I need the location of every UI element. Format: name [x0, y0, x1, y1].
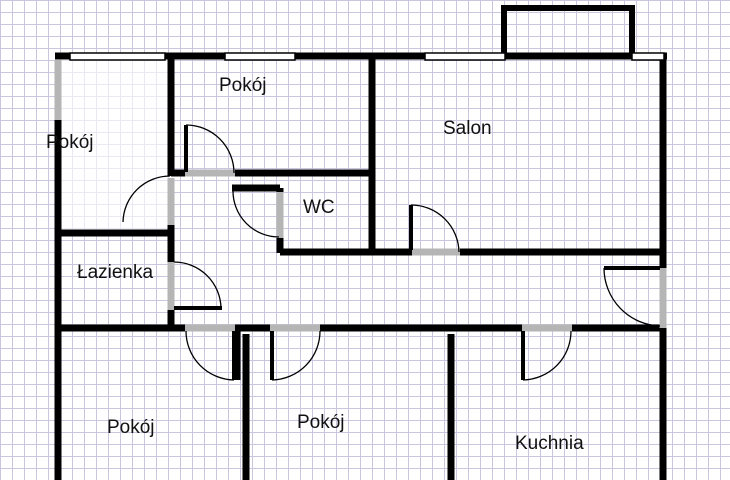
room-label-wc: WC — [303, 197, 335, 218]
windows — [69, 52, 665, 61]
door-swings — [122, 124, 661, 381]
room-label-pokoj-left: Pokój — [46, 132, 94, 153]
door-openings — [54, 60, 667, 332]
room-fill — [55, 58, 170, 233]
room-label-lazienka: Łazienka — [77, 262, 153, 283]
room-label-pokoj-top: Pokój — [219, 75, 267, 96]
room-label-kuchnia: Kuchnia — [515, 433, 584, 454]
balcony — [501, 5, 635, 59]
room-label-salon: Salon — [443, 118, 492, 139]
room-label-pokoj-bottom-left: Pokój — [107, 417, 155, 438]
room-label-pokoj-bottom-mid: Pokój — [297, 412, 345, 433]
